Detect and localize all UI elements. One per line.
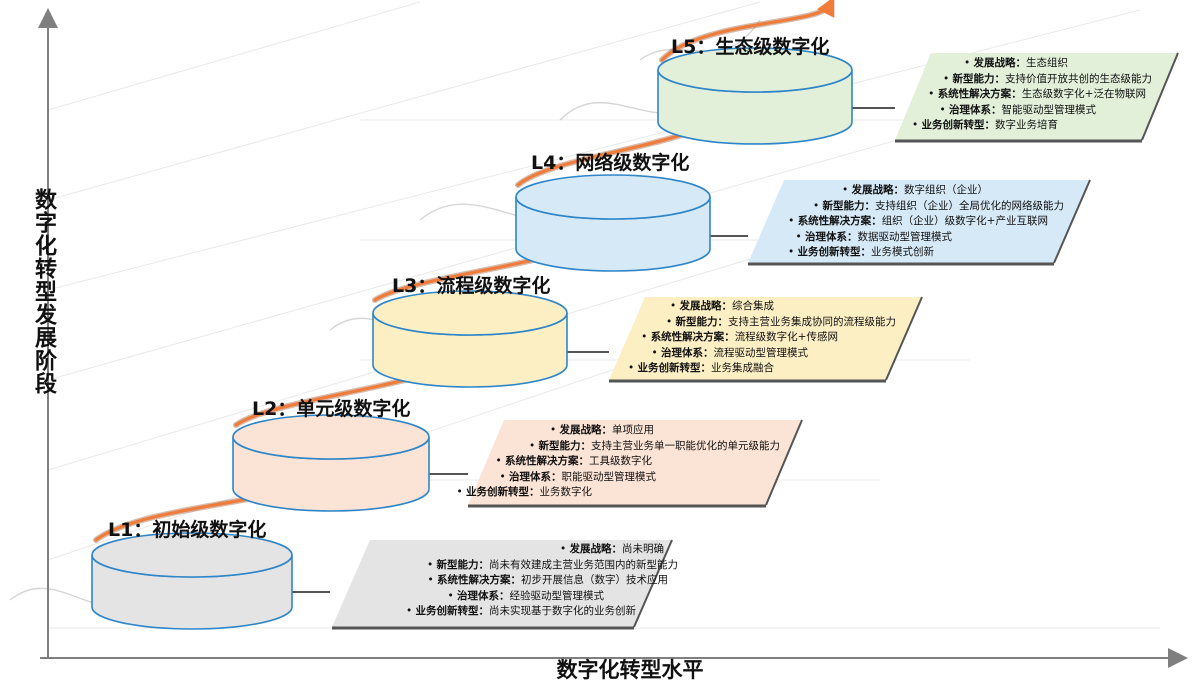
panel-row: • 发展战略：生态组织 [963, 57, 1068, 69]
panel-row: • 治理体系：流程驱动型管理模式 [651, 346, 808, 359]
panel-row: • 治理体系：智能驱动型管理模式 [939, 103, 1096, 116]
panel-row: • 新型能力：支持主营业务单一职能优化的单元级能力 [528, 439, 780, 452]
level-panel-l4: • 发展战略：数字组织（企业） • 新型能力：支持组织（企业）全局优化的网络级能… [788, 183, 1064, 261]
cylinder-top [657, 47, 853, 93]
level-panel-bg [332, 540, 672, 627]
cylinder-top [372, 290, 568, 336]
level-panel-bg [895, 53, 1178, 140]
guide-line [47, 1, 421, 111]
level-title-l3: L3：流程级数字化 [392, 275, 551, 297]
level-title-l1: L1：初始级数字化 [108, 519, 267, 541]
panel-row: • 业务创新转型：业务模式创新 [787, 246, 934, 259]
panel-row: • 系统性解决方案：流程级数字化+传感网 [641, 331, 838, 344]
panel-row: • 治理体系：数据驱动型管理模式 [795, 230, 952, 243]
level-panel-bg [609, 297, 922, 380]
panel-row: • 新型能力：尚未有效建成主营业务范围内的新型能力 [426, 558, 678, 571]
progress-arrow [660, 0, 835, 62]
panel-row: • 业务创新转型：业务数字化 [456, 486, 592, 499]
panel-row: • 系统性解决方案：工具级数字化 [495, 455, 652, 468]
panel-row: • 系统性解决方案：初步开展信息（数字）技术应用 [427, 574, 668, 587]
level-title-l2: L2：单元级数字化 [252, 398, 411, 420]
panel-row: • 系统性解决方案：生态级数字化+泛在物联网 [928, 88, 1146, 101]
level-title-l5: L5：生态级数字化 [671, 36, 830, 58]
level-panel-l2: • 发展战略：单项应用 • 新型能力：支持主营业务单一职能优化的单元级能力 • … [456, 423, 780, 501]
panel-row: • 系统性解决方案：组织（企业）级数字化+产业互联网 [788, 215, 1048, 228]
panel-row: • 治理体系：职能驱动型管理模式 [499, 470, 656, 483]
x-axis-title: 数字化转型水平 [556, 658, 704, 682]
cylinder-top [232, 414, 430, 460]
level-panel-l1: • 发展战略：尚未明确 • 新型能力：尚未有效建成主营业务范围内的新型能力 • … [405, 542, 678, 620]
panel-row: • 发展战略：尚未明确 [559, 543, 664, 555]
panel-edge-right [1053, 179, 1091, 264]
y-axis-title: 数字化转型发展阶段 [31, 188, 56, 395]
level-panel-l5: • 发展战略：生态组织 • 新型能力：支持价值开放共创的生态级能力 • 系统性解… [912, 56, 1152, 134]
panel-edge-right [885, 296, 923, 381]
panel-row: • 新型能力：支持主营业务集成协同的流程级能力 [665, 315, 896, 328]
level-title-l4: L4：网络级数字化 [531, 152, 690, 174]
panel-row: • 新型能力：支持组织（企业）全局优化的网络级能力 [812, 199, 1064, 212]
cylinder-top [515, 174, 711, 220]
level-panel-l3: • 发展战略：综合集成 • 新型能力：支持主营业务集成协同的流程级能力 • 系统… [628, 299, 896, 377]
panel-row: • 治理体系：经验驱动型管理模式 [447, 589, 604, 602]
guide-line [47, 1, 761, 201]
panel-row: • 新型能力：支持价值开放共创的生态级能力 [942, 72, 1152, 85]
panel-edge-right [765, 419, 803, 506]
panel-row: • 业务创新转型：尚未实现基于数字化的业务创新 [405, 605, 636, 618]
panel-row: • 发展战略：数字组织（企业） [841, 184, 988, 196]
panel-row: • 业务创新转型：业务集成融合 [627, 362, 774, 375]
panel-row: • 业务创新转型：数字业务培育 [911, 119, 1058, 132]
panel-row: • 发展战略：综合集成 [669, 300, 774, 312]
cylinder-top [91, 532, 293, 578]
panel-edge-right [1141, 52, 1179, 141]
level-panel-bg [748, 180, 1090, 263]
panel-row: • 发展战略：单项应用 [549, 424, 654, 436]
panel-edge-right [633, 539, 673, 628]
level-panel-bg [468, 420, 802, 505]
